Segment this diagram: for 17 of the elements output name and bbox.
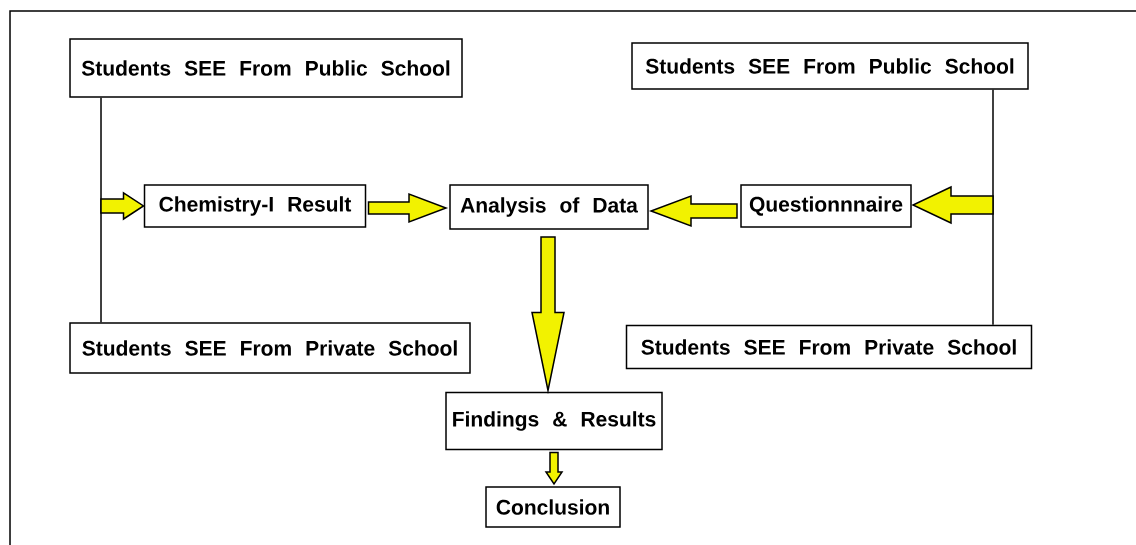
process-box: Analysis of Data xyxy=(449,184,649,230)
process-box: Conclusion xyxy=(485,486,621,528)
process-box: Questionnnaire xyxy=(740,184,912,228)
connector-line xyxy=(100,97,102,323)
block-arrow xyxy=(100,191,145,221)
block-arrow xyxy=(367,192,449,224)
block-arrow xyxy=(911,185,994,225)
block-arrow xyxy=(648,194,738,228)
connector-line xyxy=(992,89,994,326)
process-box: Findings & Results xyxy=(445,391,663,451)
process-box: Students SEE From Public School xyxy=(69,38,463,98)
process-box: Students SEE From Private School xyxy=(69,322,471,374)
process-box: Students SEE From Public School xyxy=(631,42,1029,90)
process-box: Students SEE From Private School xyxy=(625,324,1033,370)
block-arrow xyxy=(544,451,564,486)
process-box: Chemistry-I Result xyxy=(143,184,367,228)
block-arrow xyxy=(531,236,565,395)
